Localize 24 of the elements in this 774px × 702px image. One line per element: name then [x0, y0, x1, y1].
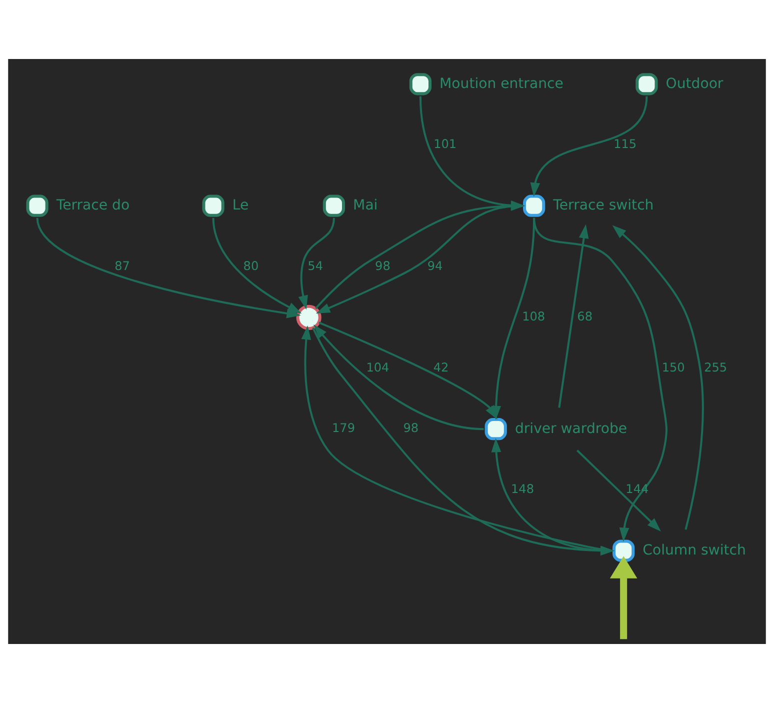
edge-label: 115 [614, 136, 637, 151]
edge-label: 54 [308, 258, 324, 272]
edge-label: 101 [434, 136, 457, 151]
node-label: Le [232, 197, 249, 214]
edge-label: 42 [433, 360, 449, 374]
edge-label: 68 [577, 309, 593, 324]
node-label: Mai [353, 197, 378, 214]
edge-label: 179 [332, 420, 356, 435]
edge-label: 87 [114, 258, 130, 272]
edge-label: 255 [704, 360, 728, 374]
edge-label: 98 [403, 420, 419, 435]
edge-label: 108 [522, 309, 546, 324]
node-label: Column switch [642, 542, 746, 558]
edge-label: 150 [662, 360, 685, 374]
node-label: Terrace switch [553, 197, 654, 214]
edge-label: 94 [427, 258, 443, 272]
node-label: Outdoor [666, 75, 724, 92]
node-label: Moution entrance [440, 75, 564, 92]
node-label: driver wardrobe [514, 420, 628, 436]
edge-label: 104 [366, 360, 390, 374]
edge-label: 98 [375, 258, 390, 272]
node-label: Terrace do [56, 197, 130, 214]
edge-label: 80 [243, 258, 259, 272]
edge-label: 148 [511, 482, 534, 496]
